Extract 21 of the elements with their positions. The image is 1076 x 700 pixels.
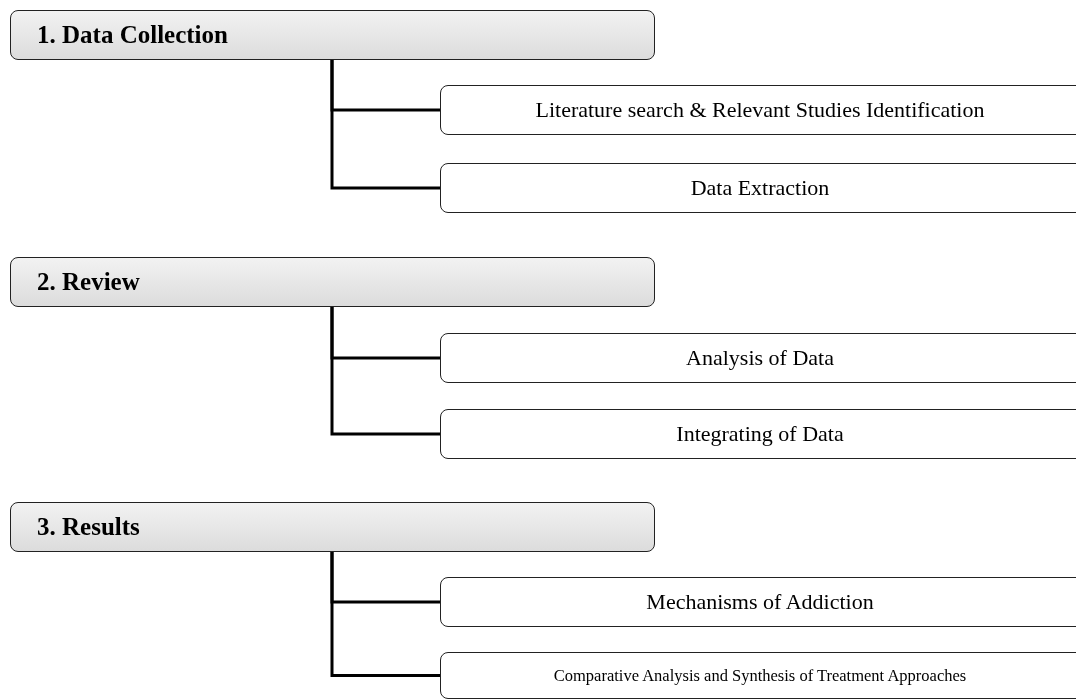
step-box [440, 333, 1076, 383]
step-label: Analysis of Data [686, 345, 834, 371]
step-label: Integrating of Data [676, 421, 844, 447]
stage-title: 1. Data Collection [37, 21, 228, 49]
stage-title: 2. Review [37, 268, 140, 296]
step-box [440, 409, 1076, 459]
step-label: Data Extraction [690, 175, 830, 201]
step-box [440, 163, 1076, 213]
step-label: Comparative Analysis and Synthesis of Treatment Approaches [553, 665, 967, 686]
connector-line [330, 60, 440, 190]
stage-header-box [10, 257, 655, 307]
step-box [440, 85, 1076, 135]
stage-header-box [10, 502, 655, 552]
connector-line [330, 552, 440, 677]
step-label: Mechanisms of Addiction [646, 589, 874, 615]
step-box [440, 577, 1076, 627]
stage-title: 3. Results [37, 513, 140, 541]
stage-header-box [10, 10, 655, 60]
step-box [440, 652, 1076, 699]
step-label: Literature search & Relevant Studies Identification [535, 97, 985, 123]
connector-line [330, 307, 440, 436]
